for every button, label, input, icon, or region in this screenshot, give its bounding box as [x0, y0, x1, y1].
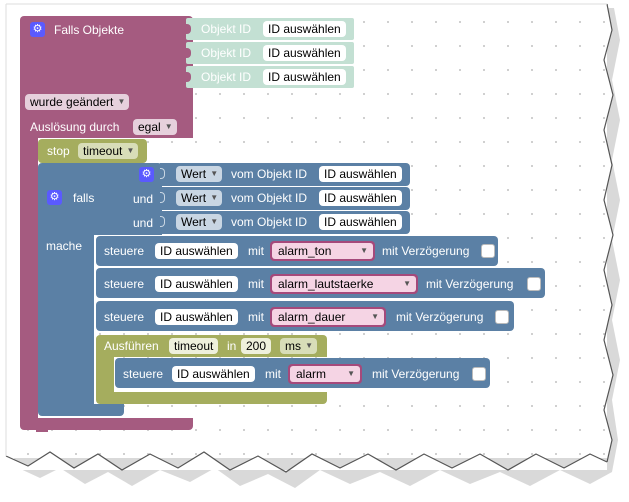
object-id-label-2: Objekt ID	[201, 46, 252, 60]
cond-label-2: vom Objekt ID	[231, 191, 308, 205]
if-block-rail	[38, 234, 94, 408]
control-id-select-4[interactable]: ID auswählen	[172, 366, 255, 382]
cond-label-1: vom Objekt ID	[231, 167, 308, 181]
run-timeout-bottom	[96, 392, 327, 404]
mit-label-3: mit	[248, 310, 264, 324]
socket-notch-3	[185, 72, 191, 82]
steuere-label-4: steuere	[123, 367, 164, 381]
steuere-label-1: steuere	[104, 244, 145, 258]
delay-label-2: mit Verzögerung	[426, 277, 514, 291]
steuere-label-2: steuere	[104, 277, 145, 291]
chevron-down-icon: ▼	[117, 97, 126, 106]
value-dropdown-1[interactable]: alarm_ton▼	[270, 241, 375, 261]
control-id-select-3[interactable]: ID auswählen	[155, 309, 238, 325]
value-dropdown-4[interactable]: alarm▼	[288, 364, 362, 384]
value-dropdown-2[interactable]: alarm_lautstaerke▼	[270, 274, 418, 294]
event-block-bottom	[20, 418, 193, 430]
event-block-left-rail	[20, 136, 38, 422]
chevron-down-icon: ▼	[305, 341, 313, 350]
timeout-name-field[interactable]: timeout	[169, 338, 219, 354]
condition-notch-2	[160, 192, 165, 203]
object-id-label-3: Objekt ID	[201, 70, 252, 84]
condition-notch-3	[160, 216, 165, 227]
delay-checkbox-1[interactable]	[481, 244, 495, 258]
run-timeout-rail	[96, 356, 114, 394]
stop-label: stop	[47, 144, 70, 158]
value-dropdown-3[interactable]: alarm_dauer▼	[270, 307, 386, 327]
chevron-down-icon: ▼	[210, 217, 219, 226]
event-block-bottom-notch	[36, 428, 48, 432]
cond-label-3: vom Objekt ID	[231, 215, 308, 229]
und-label-2: und	[133, 216, 154, 230]
cond-value-dropdown-3[interactable]: Wert▼	[176, 214, 223, 230]
cond-value-dropdown-2[interactable]: Wert▼	[176, 190, 223, 206]
gear-icon[interactable]: ⚙	[139, 167, 154, 182]
mit-label-1: mit	[248, 244, 264, 258]
delay-label-4: mit Verzögerung	[372, 367, 460, 381]
stop-timeout-dropdown[interactable]: timeout▼	[78, 143, 139, 159]
mit-label-4: mit	[265, 367, 281, 381]
mache-label: mache	[46, 239, 83, 253]
event-block[interactable]	[20, 16, 193, 138]
gear-icon[interactable]: ⚙	[30, 22, 45, 37]
chevron-down-icon: ▼	[164, 122, 173, 131]
chevron-down-icon: ▼	[210, 169, 219, 178]
chevron-down-icon: ▼	[371, 312, 379, 321]
chevron-down-icon: ▼	[403, 279, 411, 288]
object-id-select-1[interactable]: ID auswählen	[263, 21, 346, 37]
delay-label-3: mit Verzögerung	[396, 310, 484, 324]
falls-label: falls	[73, 191, 95, 205]
trigger-by-label: Auslösung durch	[30, 120, 120, 134]
event-title: Falls Objekte	[54, 23, 125, 37]
chevron-down-icon: ▼	[360, 246, 368, 255]
chevron-down-icon: ▼	[210, 193, 219, 202]
object-id-label-1: Objekt ID	[201, 22, 252, 36]
und-label-1: und	[133, 192, 154, 206]
trigger-by-dropdown[interactable]: egal▼	[133, 119, 177, 135]
gear-icon[interactable]: ⚙	[47, 190, 62, 205]
timeout-amount-field[interactable]: 200	[241, 338, 272, 354]
socket-notch-2	[185, 48, 191, 58]
cond-id-select-3[interactable]: ID auswählen	[319, 214, 402, 230]
condition-notch-1	[160, 168, 165, 179]
delay-checkbox-2[interactable]	[527, 277, 541, 291]
socket-notch-1	[185, 24, 191, 34]
delay-label-1: mit Verzögerung	[382, 244, 470, 258]
object-id-select-3[interactable]: ID auswählen	[263, 69, 346, 85]
run-label: Ausführen	[104, 339, 159, 353]
timeout-unit-dropdown[interactable]: ms▼	[280, 338, 317, 354]
cond-id-select-1[interactable]: ID auswählen	[319, 166, 402, 182]
mode-dropdown[interactable]: wurde geändert▼	[25, 94, 130, 110]
chevron-down-icon: ▼	[126, 146, 135, 155]
object-id-select-2[interactable]: ID auswählen	[263, 45, 346, 61]
delay-checkbox-4[interactable]	[472, 367, 486, 381]
in-label: in	[227, 339, 237, 353]
steuere-label-3: steuere	[104, 310, 145, 324]
control-id-select-2[interactable]: ID auswählen	[155, 276, 238, 292]
control-id-select-1[interactable]: ID auswählen	[155, 243, 238, 259]
delay-checkbox-3[interactable]	[495, 310, 509, 324]
if-block-bottom	[38, 404, 124, 416]
cond-value-dropdown-1[interactable]: Wert▼	[176, 166, 223, 182]
mit-label-2: mit	[248, 277, 264, 291]
chevron-down-icon: ▼	[347, 369, 355, 378]
cond-id-select-2[interactable]: ID auswählen	[319, 190, 402, 206]
